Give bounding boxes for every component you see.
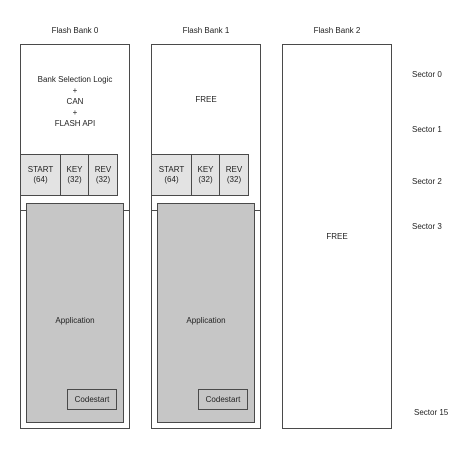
sector-15-label: Sector 15 bbox=[414, 408, 449, 417]
bank-0-line-5: FLASH API bbox=[54, 119, 96, 128]
bank-1-codestart-block: Codestart bbox=[198, 389, 248, 410]
bank-1-title: Flash Bank 1 bbox=[182, 26, 230, 35]
bank-0-application-label: Application bbox=[55, 316, 95, 325]
bank-1-application-label: Application bbox=[186, 316, 226, 325]
bank-0-application-block bbox=[26, 203, 124, 423]
bank-2-title: Flash Bank 2 bbox=[313, 26, 361, 35]
bank-1-free-label: FREE bbox=[195, 95, 217, 104]
bank-0-line-4: + bbox=[72, 108, 78, 117]
bank-0-rev-cell: REV (32) bbox=[88, 154, 118, 196]
bank-1-application-block bbox=[157, 203, 255, 423]
sector-2-label: Sector 2 bbox=[412, 177, 442, 186]
sector-0-label: Sector 0 bbox=[412, 70, 442, 79]
bank-0-codestart-block: Codestart bbox=[67, 389, 117, 410]
bank-0-key-cell: KEY (32) bbox=[60, 154, 89, 196]
bank-1-key-cell: KEY (32) bbox=[191, 154, 220, 196]
bank-1-start-cell: START (64) bbox=[151, 154, 192, 196]
bank-2-free-label: FREE bbox=[326, 232, 348, 241]
bank-0-line-3: CAN bbox=[66, 97, 84, 106]
bank-0-line-1: Bank Selection Logic bbox=[37, 75, 113, 84]
sector-1-label: Sector 1 bbox=[412, 125, 442, 134]
sector-3-label: Sector 3 bbox=[412, 222, 442, 231]
bank-0-start-cell: START (64) bbox=[20, 154, 61, 196]
flash-bank-2 bbox=[282, 44, 392, 429]
bank-0-boot-region: Bank Selection Logic + CAN + FLASH API bbox=[20, 74, 130, 129]
bank-0-line-2: + bbox=[72, 86, 78, 95]
bank-1-rev-cell: REV (32) bbox=[219, 154, 249, 196]
bank-0-title: Flash Bank 0 bbox=[51, 26, 99, 35]
